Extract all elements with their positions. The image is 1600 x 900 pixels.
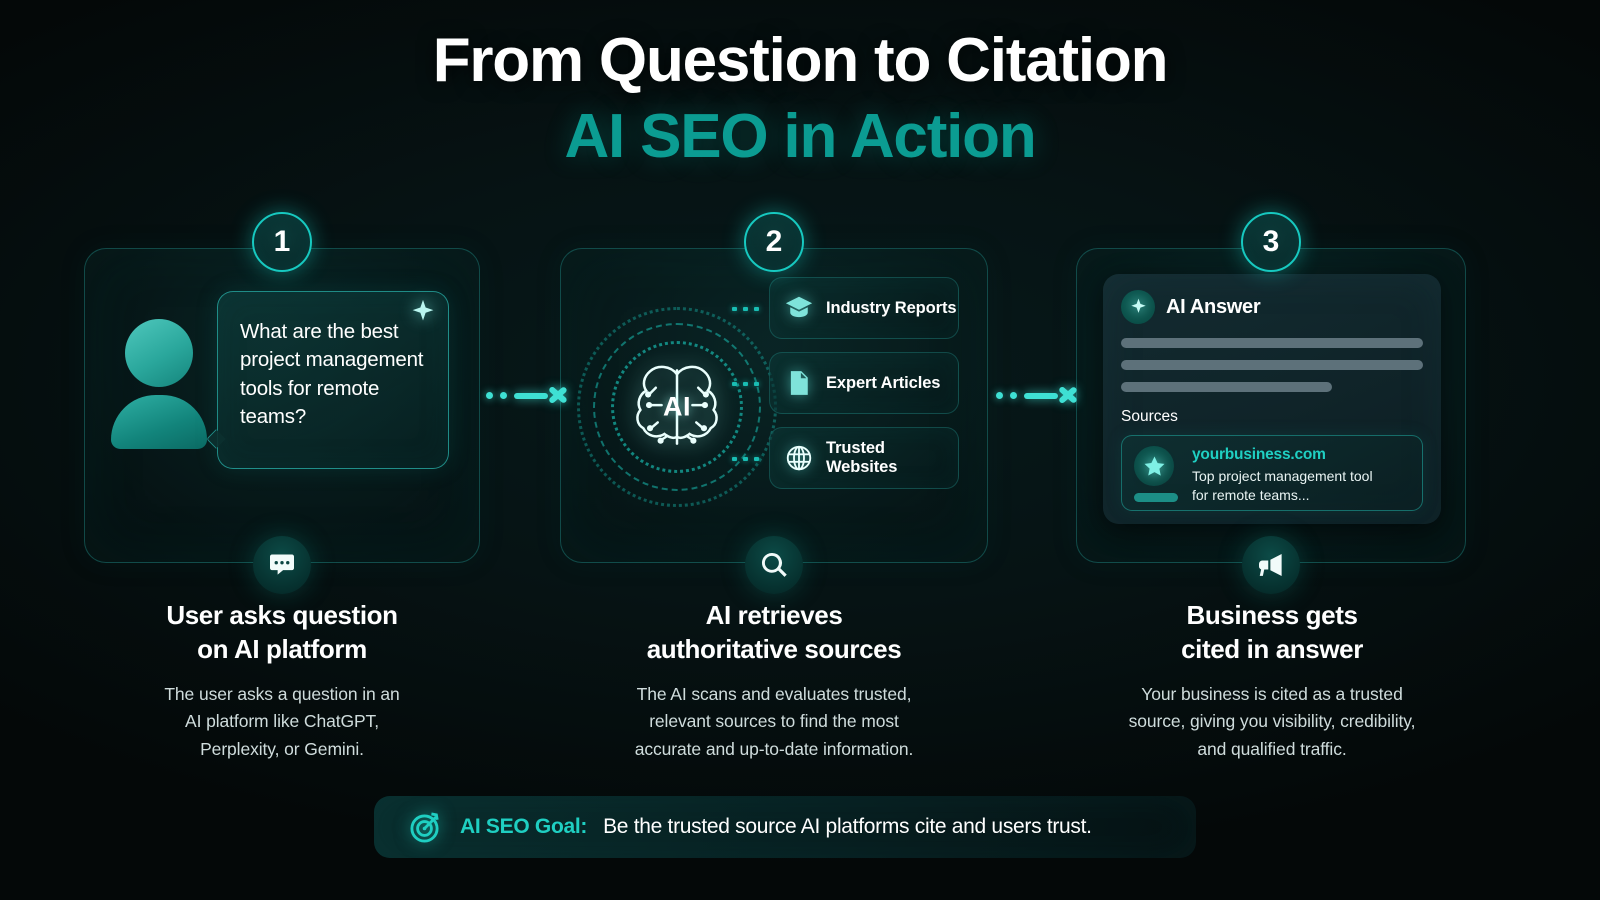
caption-title-line: User asks question [166,600,398,630]
source-domain-link[interactable]: yourbusiness.com [1192,446,1326,463]
skeleton-line [1121,338,1423,348]
chat-bubble-icon [253,536,311,594]
caption-body-line: accurate and up-to-date information. [634,738,914,759]
globe-icon [784,443,814,473]
document-icon [784,368,814,398]
avatar-head [125,319,193,387]
question-bubble: What are the best project management too… [206,291,449,469]
source-avatar-group [1134,446,1180,502]
avatar-body [111,395,207,449]
source-progress-bar [1134,493,1178,502]
orbit-ring-mid [593,323,761,491]
steps-row: 1 What are the best project management t… [0,212,1600,594]
step-caption-1: User asks question on AI platform The us… [84,598,480,763]
step-panel-1: 1 What are the best project management t… [84,212,480,594]
caption-title: User asks question on AI platform [84,598,480,667]
bubble-tail [206,429,226,449]
source-description-line: for remote teams... [1192,486,1310,503]
target-dart-icon [408,809,444,845]
caption-body-line: and qualified traffic. [1197,738,1347,759]
connector-dots [732,382,768,386]
caption-body-line: The user asks a question in an [164,683,400,704]
caption-body-line: Perplexity, or Gemini. [200,738,364,759]
goal-banner-label: AI SEO Goal: [460,815,588,838]
caption-title-line: Business gets [1186,600,1358,630]
caption-body-line: The AI scans and evaluates trusted, [636,683,912,704]
step-caption-3: Business gets cited in answer Your busin… [1072,598,1472,763]
caption-body: The AI scans and evaluates trusted, rele… [560,681,988,763]
caption-body: Your business is cited as a trusted sour… [1072,681,1472,763]
caption-body-line: relevant sources to find the most [649,711,899,732]
step-caption-2: AI retrieves authoritative sources The A… [560,598,988,763]
sources-label: Sources [1121,408,1178,425]
star-icon [1134,446,1174,486]
skeleton-line [1121,360,1423,370]
caption-title-line: on AI platform [197,634,367,665]
ai-answer-title: AI Answer [1166,295,1261,318]
source-chip-label: Trusted Websites [826,439,898,476]
source-chip-label: Industry Reports [826,298,957,317]
ai-answer-header: AI Answer [1121,290,1423,324]
arrow-right-icon [996,378,1076,412]
ai-brain-graphic: AI [577,307,777,507]
connector-dots [732,307,768,311]
caption-body: The user asks a question in an AI platfo… [84,681,480,763]
page-subtitle: AI SEO in Action [564,101,1036,171]
goal-banner-text: Be the trusted source AI platforms cite … [603,815,1092,838]
sparkle-icon [408,298,438,328]
caption-title: Business gets cited in answer [1072,598,1472,667]
source-chip[interactable]: Industry Reports [732,277,959,339]
brain-circuit-icon [636,365,718,445]
step-number-badge-2: 2 [744,212,804,272]
step-panel-3: 3 AI Answer Sources [1076,212,1466,594]
source-description-line: Top project management tool [1192,468,1373,484]
source-chip[interactable]: Trusted Websites [732,427,959,489]
source-chip-label: Expert Articles [826,373,941,392]
skeleton-line [1121,382,1333,392]
step-panel-2: 2 [560,212,988,594]
question-text: What are the best project management too… [240,320,424,428]
orbit-ring-inner [611,341,743,473]
user-avatar-icon [111,319,207,449]
caption-title: AI retrieves authoritative sources [560,598,988,667]
page-title: From Question to Citation [432,26,1169,95]
arrow-right-icon [486,378,566,412]
cited-source-card[interactable]: yourbusiness.com Top project management … [1121,435,1423,511]
caption-body-line: source, giving you visibility, credibili… [1128,711,1416,732]
brain-label: AI [663,391,691,422]
sparkle-icon [1121,290,1155,324]
step-number-badge-3: 3 [1241,212,1301,272]
graduation-cap-icon [784,293,814,323]
step-number-badge-1: 1 [252,212,312,272]
caption-title-line: AI retrieves [705,600,843,630]
megaphone-icon [1242,536,1300,594]
caption-title-line: authoritative sources [646,634,902,665]
page-title-block: From Question to Citation AI SEO in Acti… [0,28,1600,173]
caption-title-line: cited in answer [1181,634,1363,665]
source-text-group: yourbusiness.com Top project management … [1192,446,1373,503]
goal-banner: AI SEO Goal: Be the trusted source AI pl… [374,796,1196,858]
connector-dots [732,457,768,461]
source-chip[interactable]: Expert Articles [732,352,959,414]
magnifier-icon [745,536,803,594]
caption-body-line: Your business is cited as a trusted [1141,683,1403,704]
source-chip-list: Industry Reports Expert Articles Trusted… [732,277,969,502]
caption-body-line: AI platform like ChatGPT, [185,711,379,732]
ai-answer-card: AI Answer Sources yourbusiness.com [1103,274,1441,524]
